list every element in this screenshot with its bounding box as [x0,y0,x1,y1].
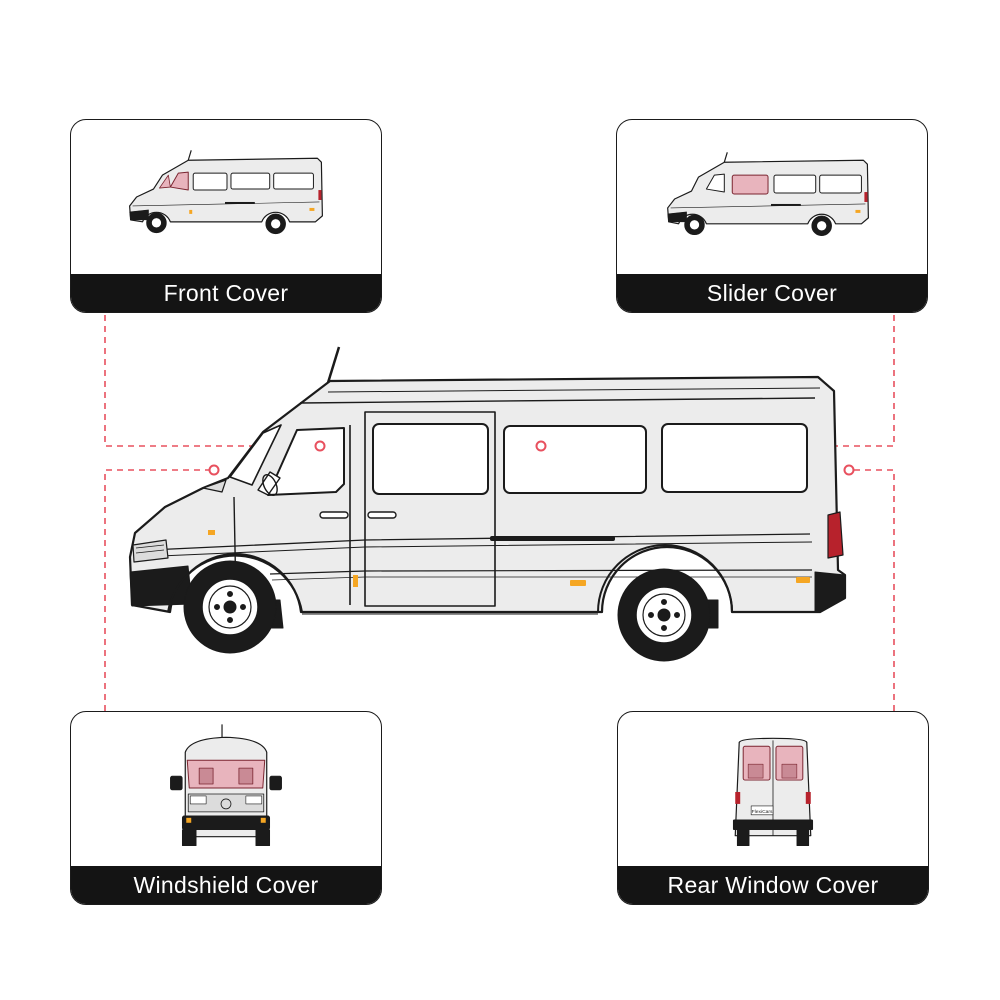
connector-markers [208,440,855,476]
rear-window-cover-thumbnail: FlexiCars [732,737,814,846]
windshield-cover-card[interactable]: Windshield Cover [70,711,382,905]
side-window-2 [503,425,647,494]
front-cover-label: Front Cover [71,274,381,312]
tail-light [827,511,844,559]
front-wheel [183,560,277,654]
marker-windshield [208,464,220,476]
antenna [325,346,341,387]
marker-slider [535,440,547,452]
windshield-cover-thumbnail [170,724,282,846]
front-cover-card[interactable]: Front Cover [70,119,382,313]
marker-front [314,440,326,452]
connector-rear [849,469,895,711]
marker-rear [843,464,855,476]
rear-plate-text: FlexiCars [752,809,773,815]
sliding-door [364,411,496,607]
front-cover-thumbnail [129,150,323,235]
rear-window-cover-card[interactable]: FlexiCars Rear Window Cover [617,711,929,905]
slider-cover-thumbnail [667,152,869,237]
rear-bumper [814,571,846,613]
van-side-view [128,346,847,662]
windshield-cover-label: Windshield Cover [71,866,381,904]
side-window-3 [661,423,808,493]
slider-cover-card[interactable]: Slider Cover [616,119,928,313]
connector-windshield [104,469,214,711]
windshield [229,424,282,486]
slider-window [372,423,489,495]
rear-window-cover-label: Rear Window Cover [618,866,928,904]
slider-cover-label: Slider Cover [617,274,927,312]
front-bumper [129,565,193,607]
rear-wheel [617,568,711,662]
